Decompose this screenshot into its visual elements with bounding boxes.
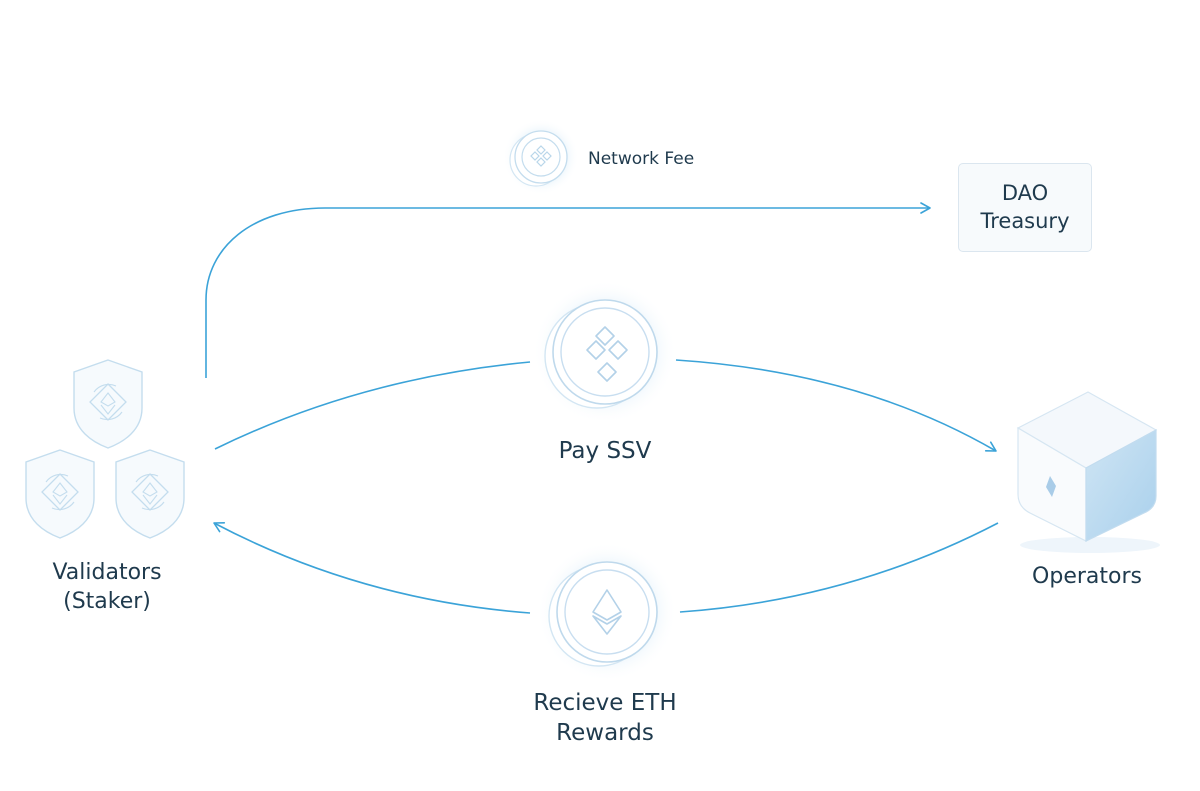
pay-ssv-label: Pay SSV [558,438,652,464]
validator-shield-icon [73,359,143,449]
dao-treasury-box: DAO Treasury [958,163,1092,252]
receive-eth-label: Recieve ETH Rewards [490,688,720,749]
dao-treasury-line2: Treasury [980,208,1070,233]
validators-label-line1: Validators [52,560,162,585]
receive-eth-label-line1: Recieve ETH [533,690,677,716]
validator-shield-icon [115,449,185,539]
validators-label: Validators (Staker) [22,558,192,616]
operators-label: Operators [1032,564,1142,589]
validator-shield-icon [25,449,95,539]
dao-treasury-line1: DAO [1001,181,1049,206]
receive-eth-arrow-left [213,521,531,614]
network-fee-arrow [205,202,931,378]
network-fee-label: Network Fee [588,149,695,169]
eth-coin-icon [537,542,677,682]
pay-ssv-arrow-right [675,359,997,452]
receive-eth-arrow-right [679,522,999,613]
network-fee-coin-icon [503,119,579,195]
ssv-coin-icon [533,280,677,424]
receive-eth-label-line2: Rewards [556,720,654,747]
pay-ssv-arrow-left [214,361,531,450]
validators-label-line2: (Staker) [63,589,151,615]
operator-cube-icon [1016,391,1160,553]
